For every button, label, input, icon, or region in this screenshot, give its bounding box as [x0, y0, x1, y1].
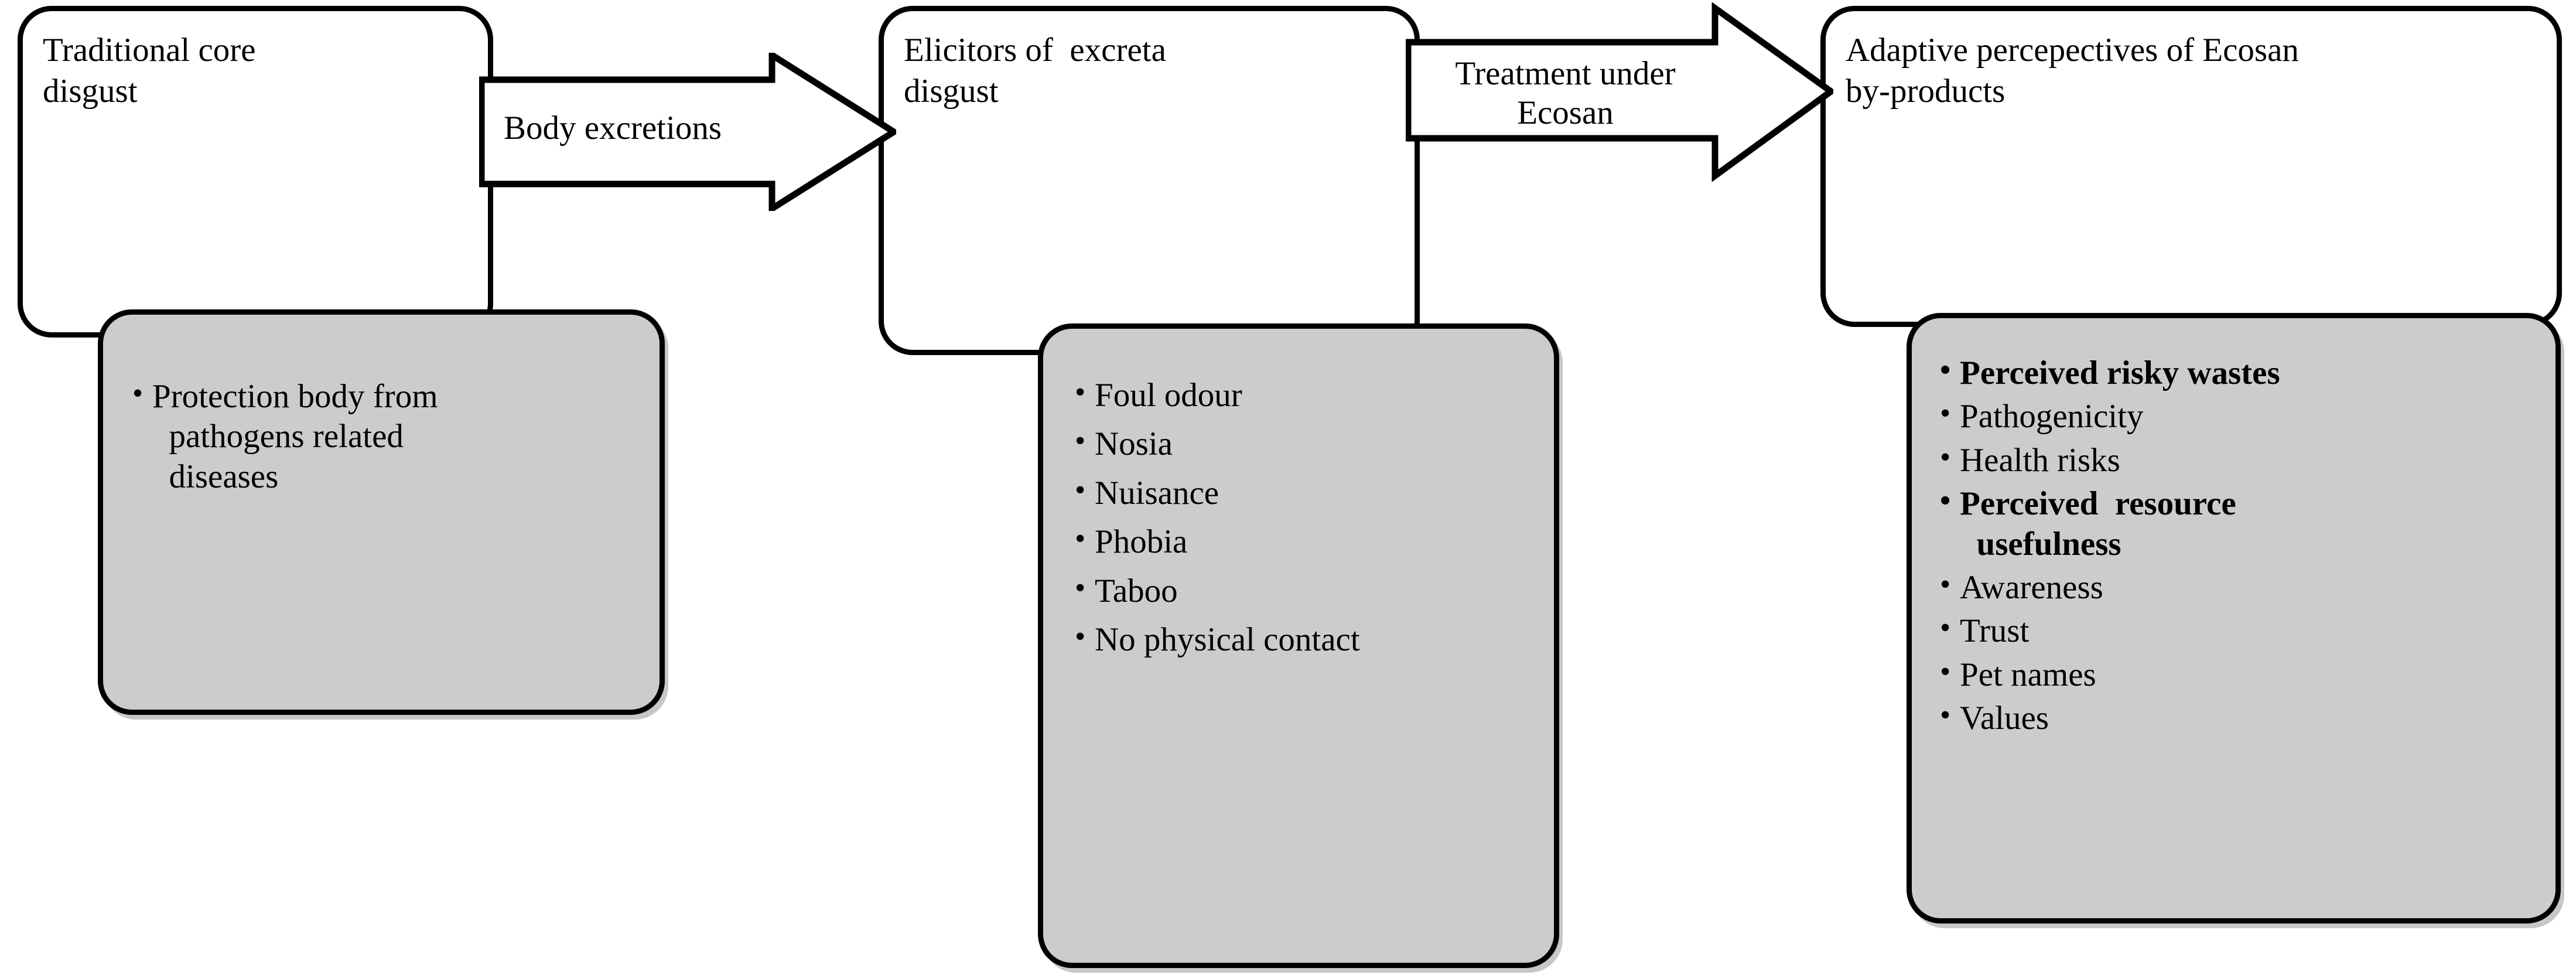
list-item: Phobia — [1075, 521, 1543, 562]
list-item: Protection body from pathogens related d… — [132, 376, 642, 497]
stage-3-detail-box: Perceived risky wastes Pathogenicity Hea… — [1907, 313, 2561, 924]
stage-1-title: Traditional core disgust — [43, 32, 256, 110]
list-item: Pet names — [1940, 654, 2537, 695]
list-item: Nosia — [1075, 423, 1543, 464]
stage-2-title: Elicitors of excreta disgust — [904, 32, 1166, 110]
list-item: Taboo — [1075, 570, 1543, 611]
connector-treatment-under-ecosan: Treatment under Ecosan — [1406, 2, 1833, 190]
right-arrow-icon — [479, 53, 896, 211]
stage-2-detail-box: Foul odour Nosia Nuisance Phobia Taboo N… — [1038, 323, 1559, 968]
list-item: Health risks — [1940, 439, 2537, 481]
list-item: Values — [1940, 697, 2537, 738]
list-item: Nuisance — [1075, 472, 1543, 513]
connector-treatment-under-ecosan-label: Treatment under Ecosan — [1455, 55, 1676, 132]
connector-body-excretions: Body excretions — [479, 53, 896, 211]
list-item: Perceived risky wastes — [1940, 352, 2537, 393]
list-item: Trust — [1940, 610, 2537, 651]
list-item: Awareness — [1940, 567, 2537, 608]
stage-3-header-box: Adaptive percepectives of Ecosan by-prod… — [1820, 6, 2562, 327]
list-item: Foul odour — [1075, 374, 1543, 415]
list-item: Pathogenicity — [1940, 396, 2537, 437]
stage-3-title: Adaptive percepectives of Ecosan by-prod… — [1846, 32, 2299, 110]
stage-3-bullet-list: Perceived risky wastes Pathogenicity Hea… — [1940, 352, 2537, 742]
right-arrow-icon — [1406, 2, 1833, 182]
stage-1-bullet-list: Protection body from pathogens related d… — [132, 376, 642, 506]
stage-2-bullet-list: Foul odour Nosia Nuisance Phobia Taboo N… — [1075, 374, 1543, 669]
stage-1-header-box: Traditional core disgust — [18, 6, 493, 338]
list-item: No physical contact — [1075, 619, 1543, 660]
stage-2-header-box: Elicitors of excreta disgust — [879, 6, 1420, 355]
stage-1-detail-box: Protection body from pathogens related d… — [98, 309, 665, 715]
connector-body-excretions-label: Body excretions — [504, 110, 722, 146]
list-item: Perceived resource usefulness — [1940, 483, 2537, 564]
